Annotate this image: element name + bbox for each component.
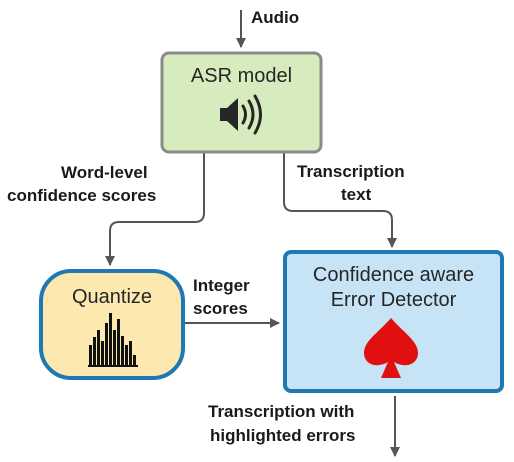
quantize-title: Quantize — [71, 286, 153, 308]
transcription-text-label-line2: text — [341, 185, 372, 204]
histogram-icon — [88, 313, 138, 367]
integer-scores-label-line2: scores — [193, 299, 248, 318]
arrow-asr-to-detector — [283, 152, 397, 248]
error-detector-title-line1: Confidence aware — [312, 264, 475, 286]
output-label-line2: highlighted errors — [210, 426, 356, 445]
error-detector-title-line2: Error Detector — [330, 289, 457, 311]
asr-model-title: ASR model — [190, 65, 293, 87]
word-level-label-line1: Word-level — [61, 163, 148, 182]
asr-model-box — [160, 51, 323, 154]
spade-icon — [364, 318, 418, 378]
speaker-icon — [220, 94, 262, 135]
integer-scores-label-line1: Integer — [193, 276, 250, 295]
transcription-text-label-line1: Transcription — [297, 162, 405, 181]
output-label-line1: Transcription with — [208, 402, 355, 421]
word-level-label-line2: confidence scores — [7, 186, 157, 205]
arrow-asr-to-quantize — [105, 152, 205, 266]
audio-label: Audio — [251, 8, 300, 27]
